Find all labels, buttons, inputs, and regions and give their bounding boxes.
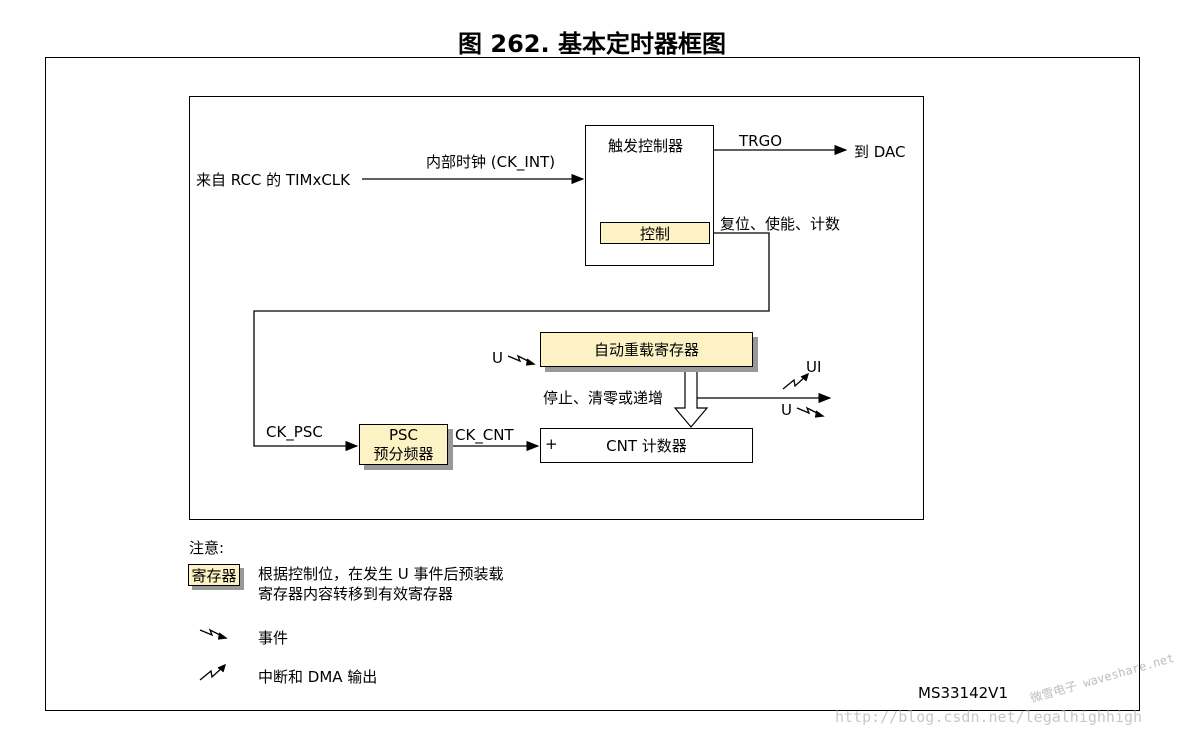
- interrupt-symbol-ui: [782, 372, 810, 390]
- control-block: 控制: [600, 222, 710, 244]
- u-output-label: U: [781, 401, 792, 419]
- trgo-label: TRGO: [739, 132, 783, 150]
- control-label: 控制: [639, 224, 670, 243]
- trigger-controller-label: 触发控制器: [608, 137, 684, 155]
- legend-event-symbol: [199, 628, 228, 640]
- psc-prescaler-register: PSC 预分频器: [359, 424, 448, 465]
- prescaler-label: 预分频器: [373, 444, 434, 463]
- control-path: [253, 232, 770, 452]
- diagram-frame: [189, 96, 924, 520]
- internal-clock-label: 内部时钟 (CK_INT): [426, 153, 556, 171]
- register-key-label: 寄存器: [191, 566, 237, 585]
- auto-reload-label: 自动重载寄存器: [593, 341, 699, 359]
- legend-register-key: 寄存器: [188, 564, 240, 586]
- legend-interrupt-label: 中断和 DMA 输出: [258, 668, 378, 686]
- event-symbol-input: [507, 354, 536, 366]
- legend-event-label: 事件: [258, 629, 289, 647]
- ck-psc-label: CK_PSC: [266, 423, 323, 441]
- ui-output-label: UI: [806, 358, 822, 376]
- figure-code: MS33142V1: [918, 684, 1008, 702]
- reset-enable-count-label: 复位、使能、计数: [720, 215, 841, 233]
- source-clock-label: 来自 RCC 的 TIMxCLK: [196, 171, 350, 189]
- event-symbol-output: [796, 406, 825, 418]
- watermark-url: http://blog.csdn.net/legalhighhigh: [835, 708, 1143, 726]
- notes-heading: 注意:: [189, 539, 225, 557]
- figure-title: 图 262. 基本定时器框图: [458, 30, 726, 58]
- cnt-plus-label: +: [545, 435, 558, 453]
- auto-reload-register: 自动重载寄存器: [540, 332, 753, 367]
- u-event-input-label: U: [492, 349, 503, 367]
- legend-interrupt-symbol: [199, 663, 227, 681]
- cnt-counter-box: CNT 计数器: [540, 428, 753, 463]
- preload-transfer-arrow: [673, 366, 709, 428]
- ck-cnt-label: CK_CNT: [455, 426, 514, 444]
- stop-clear-increment-label: 停止、清零或递增: [543, 389, 664, 407]
- register-desc-line1: 根据控制位，在发生 U 事件后预装载: [258, 565, 504, 583]
- cnt-counter-label: CNT 计数器: [606, 437, 687, 455]
- to-dac-label: 到 DAC: [854, 143, 906, 161]
- psc-label: PSC: [388, 425, 419, 444]
- outer-frame: [45, 57, 1140, 711]
- register-desc-line2: 寄存器内容转移到有效寄存器: [258, 585, 454, 603]
